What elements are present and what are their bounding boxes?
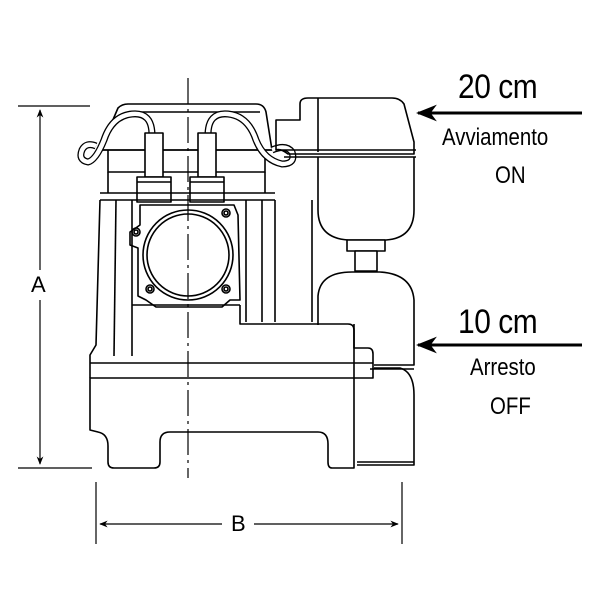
motor-top-cap xyxy=(99,103,273,151)
motor-body xyxy=(89,199,101,378)
dimension-a xyxy=(18,105,92,469)
on-level-value: 20 cm xyxy=(458,68,538,106)
off-level-label: Arresto xyxy=(470,354,536,381)
on-level-state: ON xyxy=(495,162,526,189)
float-switch xyxy=(275,97,416,466)
off-level-value: 10 cm xyxy=(458,303,538,341)
discharge-flange xyxy=(129,204,241,308)
off-level-state: OFF xyxy=(490,393,531,420)
dimension-b xyxy=(95,482,403,544)
on-level-label: Avviamento xyxy=(442,124,549,151)
dimension-b-label: B xyxy=(228,511,249,537)
pump-base xyxy=(89,305,374,469)
cable-right xyxy=(204,110,297,168)
dimension-a-label: A xyxy=(28,272,49,298)
